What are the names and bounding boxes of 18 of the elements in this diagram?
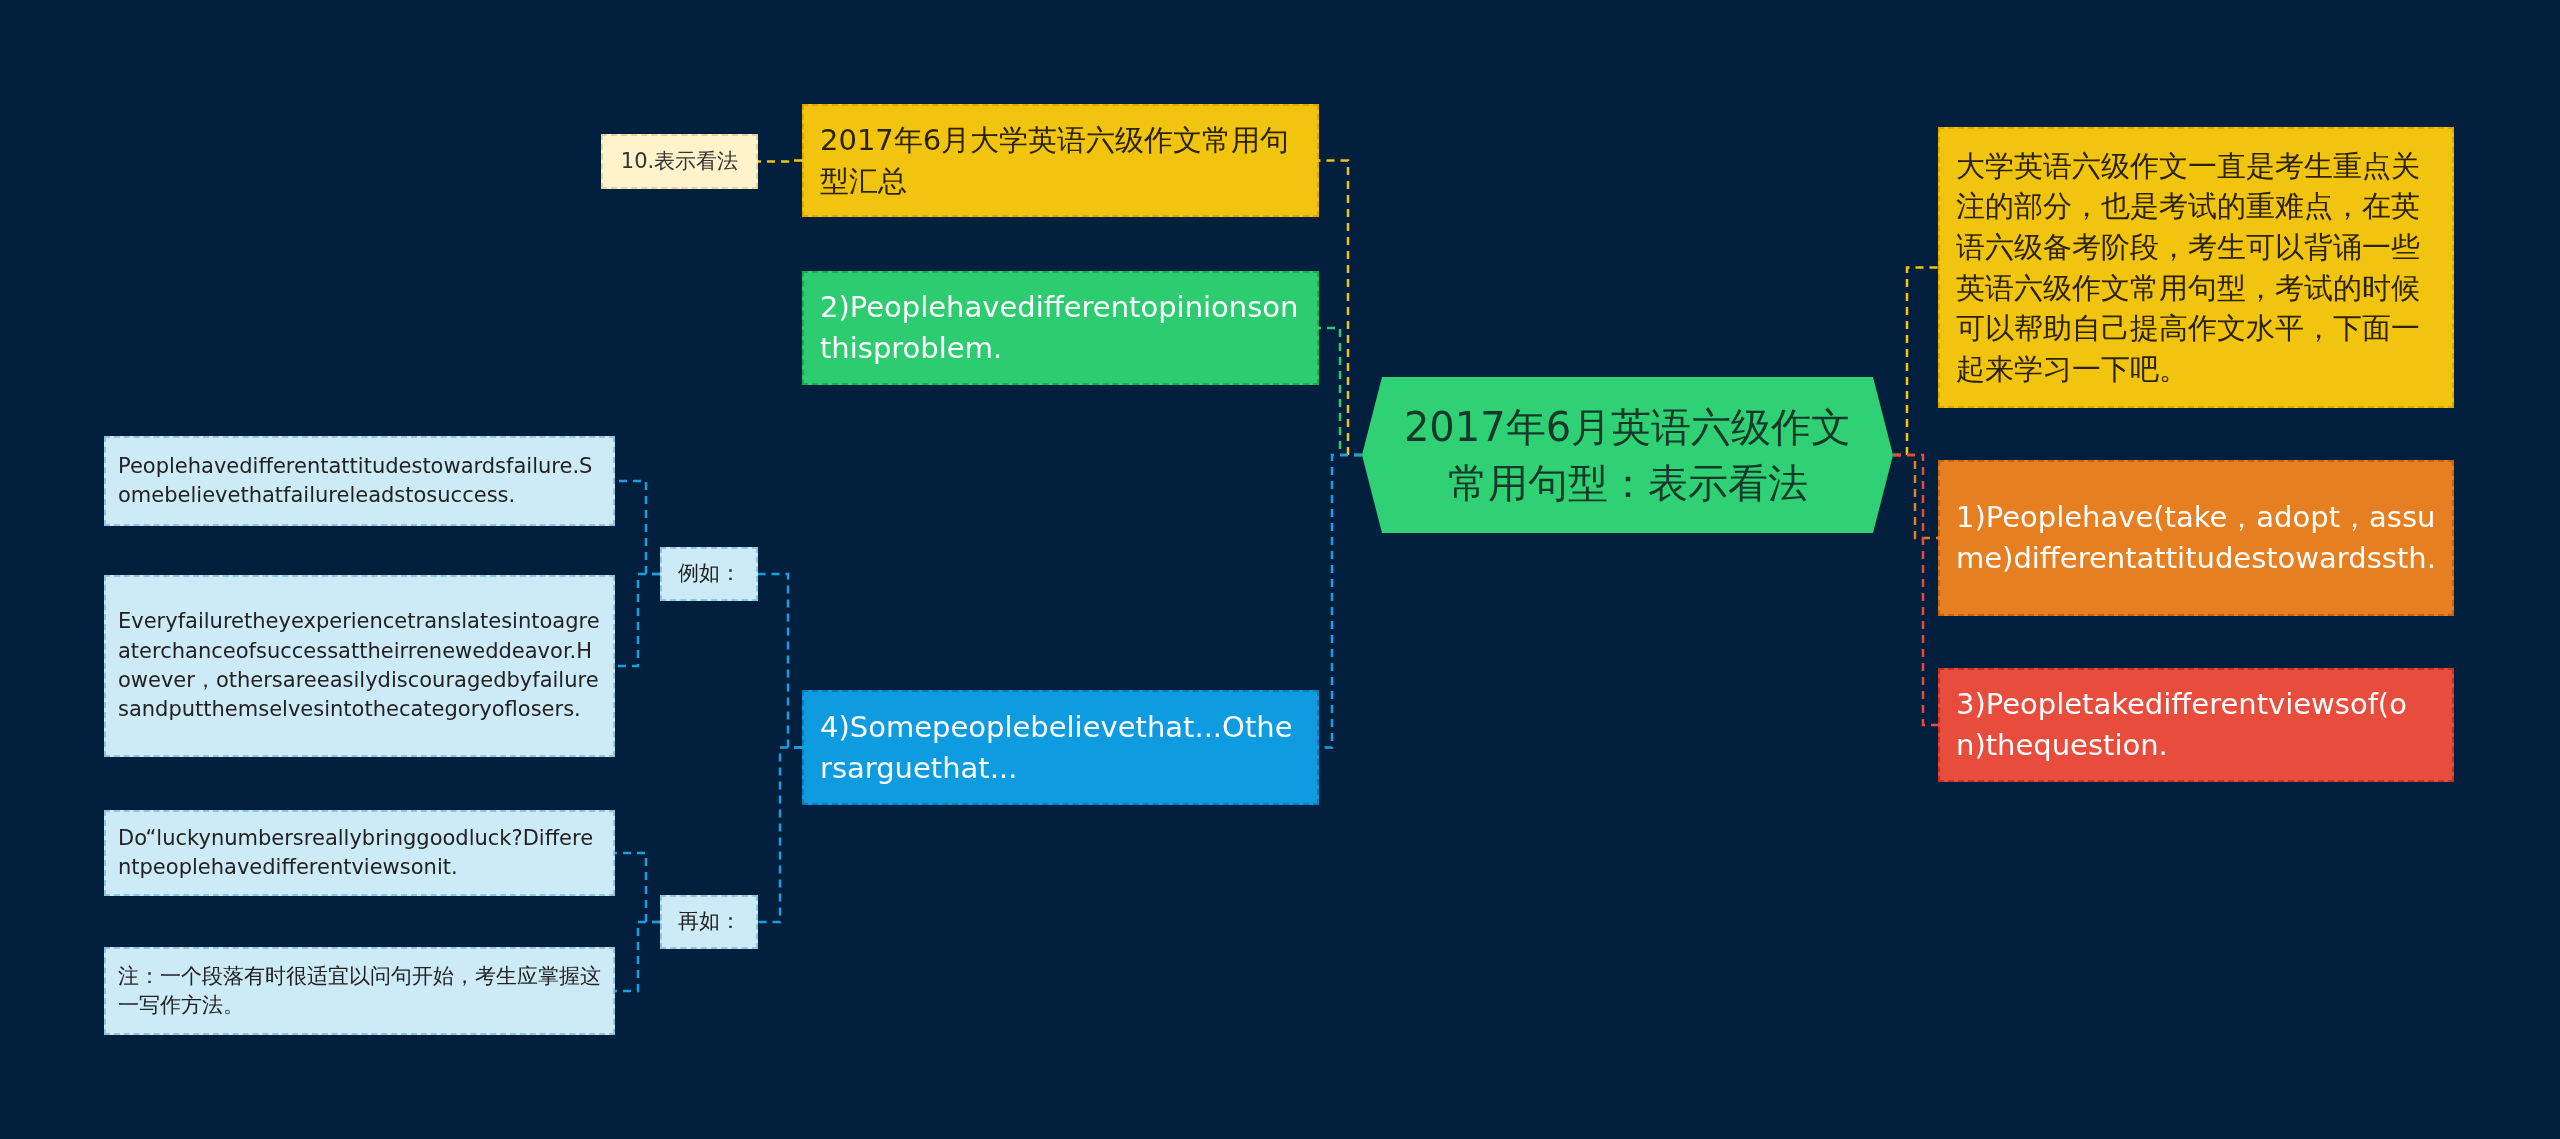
topic-box: 3)Peopletakedifferentviewsof(on)thequestion. — [1938, 668, 2454, 782]
connector-line — [615, 572, 660, 668]
topic-box: Do“luckynumbersreallybringgoodluck?Differentpeoplehavedifferentviewsonit. — [104, 810, 615, 896]
topic-box: 2017年6月大学英语六级作文常用句型汇总 — [802, 104, 1319, 217]
topic-box: 注：一个段落有时很适宜以问句开始，考生应掌握这一写作方法。 — [104, 947, 615, 1035]
topic-box: 10.表示看法 — [601, 134, 758, 189]
connector-line — [1893, 453, 1938, 727]
topic-box: 2)Peoplehavedifferentopinionsonthisproblem. — [802, 271, 1319, 385]
topic-box: 例如： — [660, 547, 758, 601]
topic-box: 1)Peoplehave(take，adopt，assume)differentattitudestowardssth. — [1938, 460, 2454, 616]
connector-line — [758, 159, 802, 163]
topic-box: 大学英语六级作文一直是考生重点关注的部分，也是考试的重难点，在英语六级备考阶段，考生可以背诵一些英语六级作文常用句型，考试的时候可以帮助自己提高作文水平，下面一起来学习一下吧。 — [1938, 127, 2454, 408]
topic-box: 4)Somepeoplebelievethat...Othersarguethat... — [802, 690, 1319, 805]
topic-box: Everyfailuretheyexperiencetranslatesintoagreaterchanceofsuccessattheirreneweddeavor.However，othersareeasilydiscouragedbyfailuresandputthemselvesintothecategoryoflosers. — [104, 575, 615, 757]
central-topic-hexagon: 2017年6月英语六级作文常用句型：表示看法 — [1362, 377, 1893, 533]
topic-box: 再如： — [660, 895, 758, 949]
connector-line — [758, 746, 802, 924]
topic-box: Peoplehavedifferentattitudestowardsfailure.Somebelievethatfailureleadstosuccess. — [104, 436, 615, 526]
